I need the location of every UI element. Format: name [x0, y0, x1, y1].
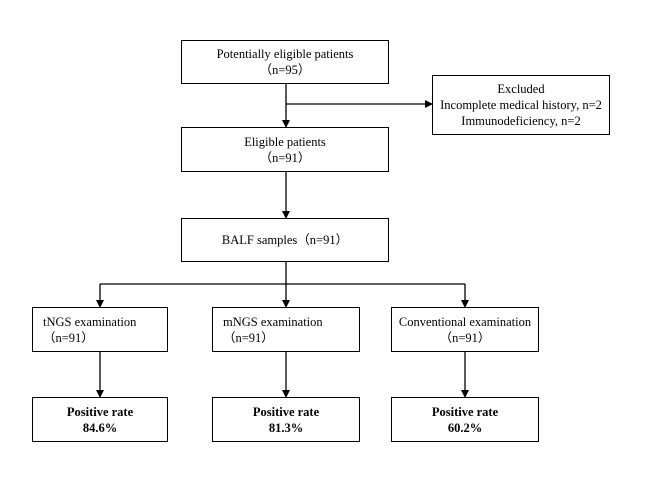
potentially-eligible-count: （n=95） [259, 63, 311, 77]
mngs-count: （n=91） [223, 330, 274, 345]
excluded-title: Excluded [497, 82, 545, 96]
mngs-positive-rate-box: Positive rate 81.3% [212, 397, 360, 442]
eligible-box: Eligible patients （n=91） [181, 127, 389, 172]
tngs-positive-rate-box: Positive rate 84.6% [32, 397, 168, 442]
conventional-result-value: 60.2% [447, 420, 483, 435]
eligible-title: Eligible patients [244, 134, 326, 149]
conventional-title: Conventional examination [398, 314, 532, 329]
potentially-eligible-title: Potentially eligible patients [216, 47, 354, 61]
eligible-count: （n=91） [259, 150, 311, 165]
conventional-result-title: Positive rate [431, 404, 499, 419]
tngs-count: （n=91） [43, 330, 94, 345]
mngs-examination-box: mNGS examination （n=91） [212, 307, 360, 352]
tngs-result-title: Positive rate [66, 404, 134, 419]
conventional-positive-rate-box: Positive rate 60.2% [391, 397, 539, 442]
excluded-reason-immunodeficiency: Immunodeficiency, n=2 [461, 114, 581, 128]
excluded-box: Excluded Incomplete medical history, n=2… [432, 75, 610, 135]
balf-samples-box: BALF samples（n=91） [181, 218, 389, 262]
balf-samples-title: BALF samples（n=91） [221, 233, 349, 247]
potentially-eligible-box: Potentially eligible patients （n=95） [181, 40, 389, 84]
mngs-title: mNGS examination [223, 314, 323, 329]
conventional-count: （n=91） [439, 330, 491, 345]
tngs-examination-box: tNGS examination （n=91） [32, 307, 168, 352]
tngs-title: tNGS examination [43, 314, 137, 329]
conventional-examination-box: Conventional examination （n=91） [391, 307, 539, 352]
mngs-result-value: 81.3% [268, 420, 304, 435]
mngs-result-title: Positive rate [252, 404, 320, 419]
excluded-reason-medical-history: Incomplete medical history, n=2 [440, 98, 602, 112]
tngs-result-value: 84.6% [82, 420, 118, 435]
